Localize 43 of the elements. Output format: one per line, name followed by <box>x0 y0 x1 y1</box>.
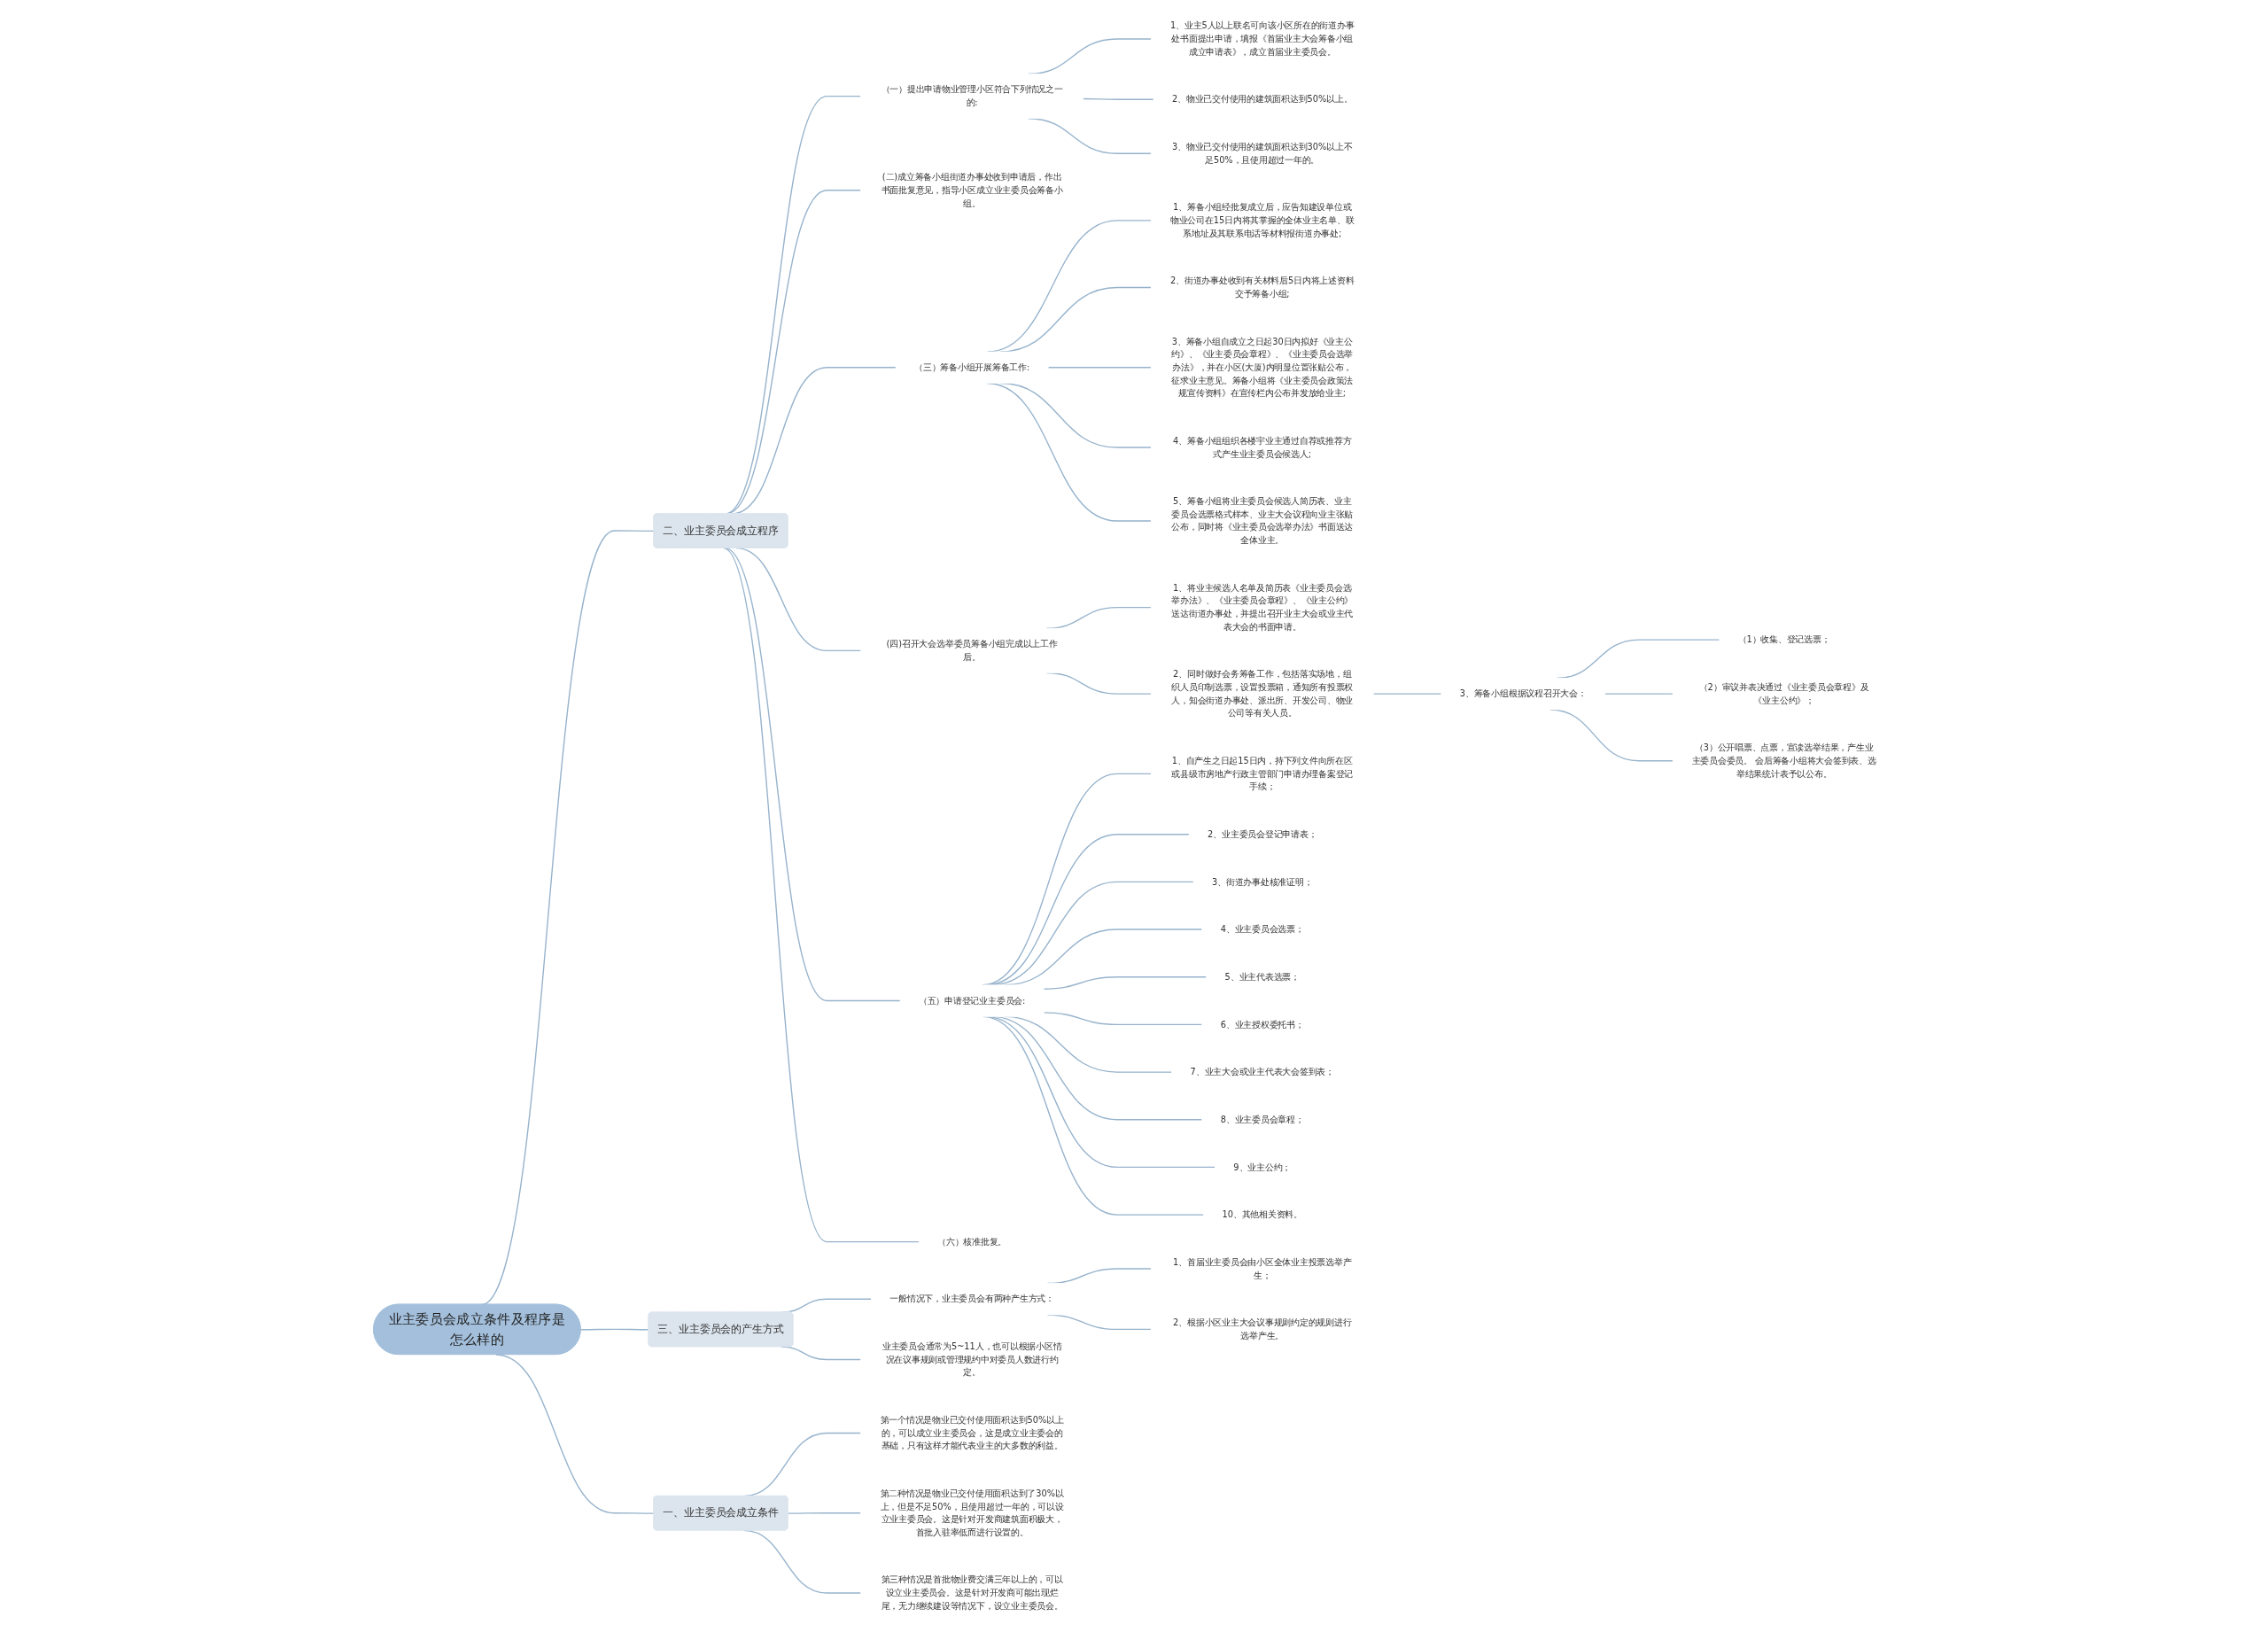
node-text: 1、筹备小组经批复成立后，应告知建设单位或物业公司在15日内将其掌握的全体业主名单、联系地址及其联系电话等材料报街道办事处; <box>1169 202 1355 238</box>
node-text: 业主委员会通常为5~11人，也可以根据小区情况在议事规则或管理规约中对委员人数进行约定。 <box>882 1341 1061 1378</box>
node-text: （六）核准批复。 <box>936 1236 1006 1247</box>
node-text: 3、物业已交付使用的建筑面积达到30%以上不足50%，且使用超过一年的。 <box>1171 142 1353 165</box>
node-text: 2、同时做好会务筹备工作，包括落实场地，组织人员印制选票，设置投票箱，通知所有投票权人，知会街道办事处、派出所、开发公司、物业公司等有关人员。 <box>1170 669 1353 719</box>
node-text: 8、业主委员会章程； <box>1220 1114 1304 1124</box>
node-text: 1、自产生之日起15日内，持下列文件向所在区或县级市房地产行政主管部门申请办理备案登记手续； <box>1170 755 1353 792</box>
node-text: 4、业主委员会选票； <box>1220 924 1304 935</box>
node-text: 2、街道办事处收到有关材料后5日内将上述资料交予筹备小组; <box>1169 276 1355 299</box>
node-text: 1、业主5人以上联名可向该小区所在的街道办事处书面提出申请，填报《首届业主大会筹备小组成立申请表》，成立首届业主委员会。 <box>1169 20 1355 57</box>
node-text: 2、根据小区业主大会议事规则约定的规则进行选举产生。 <box>1172 1317 1352 1341</box>
node-text: （3）公开唱票、点票，宣读选举结果，产生业主委员会委员。 会后筹备小组将大会签到表、选举结果统计表予以公布。 <box>1691 742 1876 779</box>
node-text: (二)成立筹备小组街道办事处收到申请后，作出书面批复意见，指导小区成立业主委员会筹备小组。 <box>881 172 1063 208</box>
connector <box>1047 367 1152 369</box>
connector <box>579 1328 649 1331</box>
node-text: 5、业主代表选票； <box>1224 971 1300 982</box>
connector <box>1372 693 1442 695</box>
node-text: 一般情况下，业主委员会有两种产生方式： <box>889 1294 1054 1304</box>
node-text: 第三种情况是首批物业费交满三年以上的，可以设立业主委员会。这是针对开发商可能出现烂尾，无力继续建设等情况下，设立业主委员会。 <box>881 1574 1063 1611</box>
node-text: 1、将业主候选人名单及简历表《业主委员会选举办法》、《业主委员会章程》、《业主公约》送达街道办事处，并提出召开业主大会或业主代表大会的书面申请。 <box>1170 582 1353 632</box>
connector <box>1082 97 1154 100</box>
node-text: (四)召开大会选举委员筹备小组完成以上工作后。 <box>886 639 1058 662</box>
connector <box>787 1512 861 1514</box>
node-text: 第二种情况是物业已交付使用面积达到了30%以上，但是不足50%，且使用超过一年的，可以设立业主委员会。这是针对开发商建筑面积极大，首批入驻率低而进行设置的。 <box>880 1488 1064 1537</box>
connector <box>1043 1012 1203 1026</box>
node-text: 第一个情况是物业已交付使用面积达到50%以上的，可以成立业主委员会，这是成立业主委会的基础，只有这样才能代表业主的大多数的利益。 <box>880 1414 1064 1451</box>
node-text: 3、街道办事处核准证明； <box>1211 876 1313 887</box>
node-text: 5、筹备小组将业主委员会候选人简历表、业主委员会选票格式样本、业主大会议程向业主张贴公布，同时将《业主委员会选举办法》书面送达全体业主。 <box>1170 496 1353 546</box>
node-text: 6、业主授权委托书； <box>1220 1019 1304 1030</box>
node-text: 3、筹备小组自成立之日起30日内拟好《业主公约》、《业主委员会章程》、《业主委员会选举办法》，并在小区(大厦)内明显位置张贴公布，征求业主意见。筹备小组将《业主委员会政策法规宣传资料》在宣传栏内公布并发放给业主; <box>1170 336 1353 399</box>
node-text: 1、首届业主委员会由小区全体业主投票选举产生； <box>1172 1256 1352 1280</box>
node-text: 3、筹备小组根据议程召开大会： <box>1459 688 1587 699</box>
connector <box>1604 693 1674 695</box>
connector <box>1043 976 1207 990</box>
node-text: （1）收集、登记选票； <box>1737 634 1830 645</box>
node-text: （2）审议并表决通过《业主委员会章程》及《业主公约》； <box>1698 681 1869 705</box>
node-text: （一）提出申请物业管理小区符合下列情况之一的: <box>881 84 1063 108</box>
node-text: 7、业主大会或业主代表大会签到表； <box>1190 1067 1334 1077</box>
node-text: 4、筹备小组组织各楼宇业主通过自荐或推荐方式产生业主委员会候选人; <box>1172 435 1352 459</box>
node-text: 10、其他相关资料。 <box>1222 1209 1302 1220</box>
node-text: 2、物业已交付使用的建筑面积达到50%以上。 <box>1171 94 1353 105</box>
node-text: 9、业主公约； <box>1232 1162 1291 1172</box>
node-text: 2、业主委员会登记申请表； <box>1207 828 1317 839</box>
